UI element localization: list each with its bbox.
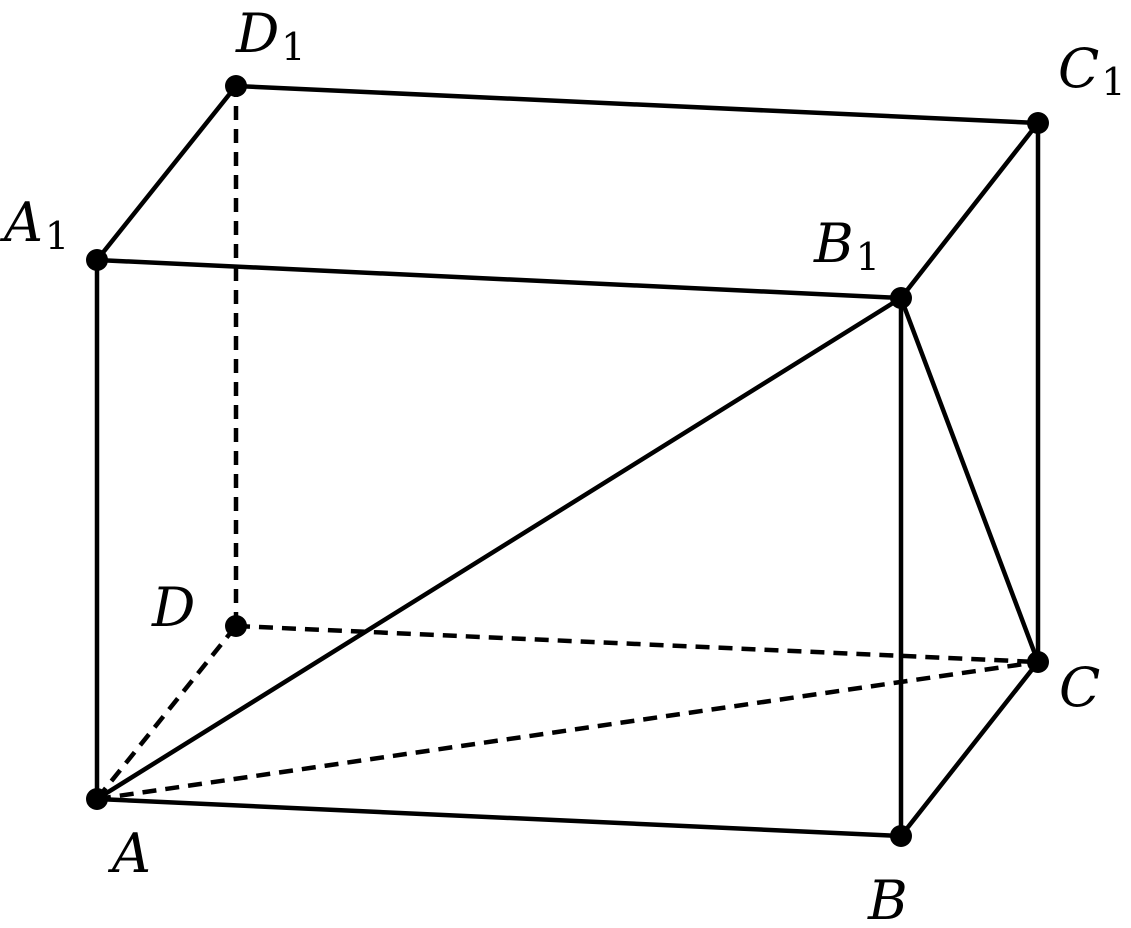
vertex-B1 [890,287,912,309]
label-A1: A1 [0,191,69,258]
label-D: D [151,576,195,639]
label-C1-subscript: 1 [1101,60,1125,104]
edge-AD [95,624,238,801]
vertex-B [890,825,912,847]
edge-C1D1 [233,83,1041,126]
label-D1: D1 [235,2,305,69]
edge-AC [96,659,1039,802]
edge-D1A1 [94,83,239,263]
label-B: B [867,869,908,928]
vertex-D1 [225,75,247,97]
label-D1-letter: D [235,2,279,65]
label-A: A [107,822,151,885]
label-D1-subscript: 1 [281,25,305,69]
label-A1-subscript: 1 [45,214,69,258]
edge-AB [94,796,904,839]
label-B1: B1 [813,212,880,279]
vertex-C [1027,651,1049,673]
label-C1-letter: C [1058,37,1099,100]
vertex-C1 [1027,112,1049,134]
label-B1-letter: B [813,212,854,275]
vertex-A1 [86,249,108,271]
edge-DC [235,623,1039,665]
vertex-D [225,615,247,637]
diagonal-B1C [898,295,1041,665]
diagonal-AB1 [94,295,904,802]
label-C: C [1059,656,1100,719]
edge-A1B1 [94,257,904,301]
vertex-A [86,788,108,810]
edge-BC [898,659,1041,839]
label-A1-letter: A [0,191,43,254]
edge-B1C1 [898,120,1041,301]
label-B1-subscript: 1 [856,235,880,279]
label-C1: C1 [1058,37,1126,104]
